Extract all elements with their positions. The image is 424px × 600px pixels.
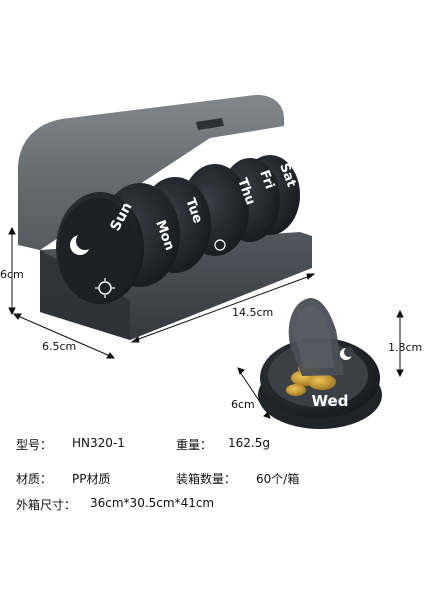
weight-label: 重量： <box>176 438 213 452</box>
moon-icon <box>70 232 94 255</box>
sun-icon <box>95 278 115 298</box>
dimension-lines <box>8 226 404 419</box>
model-value: HN320-1 <box>72 436 125 450</box>
open-pill-case <box>258 298 382 429</box>
disc-stack <box>56 155 300 304</box>
pack-value: 60个/箱 <box>256 472 300 486</box>
product-photo: Sun Mon Tue Thu Fri Sat Wed <box>8 94 404 429</box>
box-value: 36cm*30.5cm*41cm <box>90 496 215 510</box>
dim-single-height: 1.8cm <box>388 341 423 354</box>
material-label: 材质： <box>16 472 53 486</box>
box-label: 外箱尺寸： <box>16 498 77 512</box>
pack-label: 装箱数量： <box>176 472 237 486</box>
material-value: PP材质 <box>72 472 111 486</box>
weight-value: 162.5g <box>228 436 270 450</box>
day-label-fri: Fri <box>256 168 277 191</box>
sun-icon-small <box>214 239 226 251</box>
model-label: 型号： <box>16 438 53 452</box>
dim-length: 14.5cm <box>232 306 274 319</box>
dim-single-diameter: 6cm <box>231 398 255 411</box>
dim-depth: 6.5cm <box>42 340 77 353</box>
dim-height: 6cm <box>0 268 24 281</box>
day-label-wed: Wed <box>312 392 349 410</box>
